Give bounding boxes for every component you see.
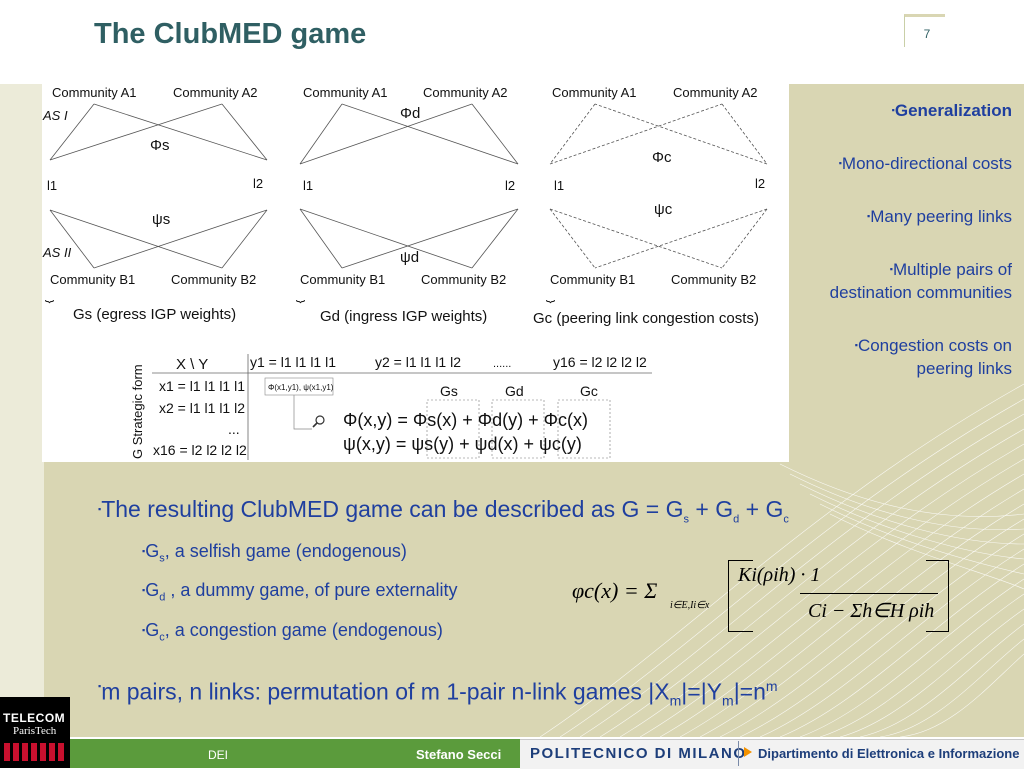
d1-caption: Gs (egress IGP weights): [73, 306, 236, 323]
left-bracket: [728, 560, 753, 632]
d1-l2: l2: [253, 176, 263, 191]
left-rail: [0, 84, 44, 737]
d3-psi: ψc: [654, 201, 673, 218]
d2-bottom-left: Community B1: [300, 272, 385, 287]
bullet-gc: ▪Gc, a congestion game (endogenous): [142, 619, 443, 644]
strategic-form-table: G Strategic form X \ Y y1 = l1 l1 l1 l1 …: [130, 354, 652, 460]
polimi-name: POLITECNICO DI MILANO: [530, 745, 747, 762]
figure-panel: Community A1 Community A2 AS I AS II Com…: [42, 84, 789, 462]
page-number: 7: [923, 27, 931, 41]
label-gs: Gs: [440, 383, 458, 399]
table-row-3: ...: [228, 421, 240, 437]
body-bullets: ▪The resulting ClubMED game can be descr…: [98, 494, 789, 716]
equation-phi: Φ(x,y) = Φs(x) + Φd(y) + Φc(x): [343, 410, 588, 430]
formula-denominator: Ci − Σh∈H ρih: [808, 600, 935, 622]
d1-as1: AS I: [42, 108, 68, 123]
d2-l2: l2: [505, 178, 515, 193]
diagram-congestion: Community A1 Community A2 Φc ψc l1 l2 Co…: [533, 85, 768, 327]
page-number-box: [904, 14, 945, 47]
table-vertical-label: G Strategic form: [130, 364, 145, 459]
d1-top-left: Community A1: [52, 85, 137, 100]
d3-top-left: Community A1: [552, 85, 637, 100]
polimi-divider: [738, 741, 739, 766]
fraction-bar: [800, 593, 938, 594]
bullet-mono-directional: ▪Mono-directional costs: [838, 154, 1012, 173]
table-col-4: y16 = l2 l2 l2 l2: [553, 354, 647, 370]
decorative-wave-lines: [539, 383, 1024, 737]
d2-psi: ψd: [400, 249, 419, 266]
table-row-2: x2 = l1 l1 l1 l2: [159, 400, 245, 416]
logo-line1: TELECOM: [3, 711, 66, 725]
footer-green-bar: [70, 739, 520, 768]
d3-top-right: Community A2: [673, 85, 758, 100]
d2-phi: Φd: [400, 105, 420, 122]
d1-as2: AS II: [42, 245, 72, 260]
right-bracket: [926, 560, 949, 632]
figure-diagrams: Community A1 Community A2 AS I AS II Com…: [42, 85, 768, 460]
d1-brace: ⏟: [45, 286, 54, 304]
table-col-3: ......: [493, 358, 511, 370]
polimi-department: Dipartimento di Elettronica e Informazio…: [758, 746, 1020, 761]
footer-dept-short: DEI: [208, 748, 229, 762]
label-gd: Gd: [505, 383, 524, 399]
d3-l1: l1: [554, 178, 564, 193]
table-col-2: y2 = l1 l1 l1 l2: [375, 354, 461, 370]
cost-formula: φc(x) = Σ i∈E,Ii∈x Ki(ρih) · 1 Ci − Σh∈H…: [572, 558, 952, 634]
bullet-generalization: ▪Generalization: [891, 101, 1012, 120]
formula-sum-index: i∈E,Ii∈x: [670, 600, 710, 611]
d2-top-left: Community A1: [303, 85, 388, 100]
diagram-egress: Community A1 Community A2 AS I AS II Com…: [42, 85, 268, 323]
table-col-1: y1 = l1 l1 l1 l1: [250, 354, 336, 370]
bullet-congestion-costs: ▪Congestion costs on peering links: [854, 336, 1012, 378]
arrow-icon: [744, 747, 752, 757]
label-gc: Gc: [580, 383, 598, 399]
d1-bottom-right: Community B2: [171, 272, 256, 287]
table-corner: X \ Y: [176, 356, 208, 373]
bullet-gd: ▪Gd , a dummy game, of pure externality: [142, 580, 458, 604]
d1-bottom-left: Community B1: [50, 272, 135, 287]
d2-l1: l1: [303, 178, 313, 193]
title-bar: [0, 0, 1024, 84]
table-row-1: x1 = l1 l1 l1 l1: [159, 378, 245, 394]
footer-author: Stefano Secci: [416, 747, 502, 762]
d1-phi: Φs: [150, 137, 169, 154]
d3-phi: Φc: [652, 149, 672, 166]
d3-brace: ⏟: [546, 286, 555, 304]
bullet-multiple-pairs: ▪Multiple pairs of destination communiti…: [829, 260, 1012, 302]
magnifier-icon: [315, 415, 325, 425]
bullet-gs: ▪Gs, a selfish game (endogenous): [142, 540, 407, 565]
d2-caption: Gd (ingress IGP weights): [320, 308, 487, 325]
d2-bottom-right: Community B2: [421, 272, 506, 287]
logo-mark: [4, 743, 66, 761]
d2-top-right: Community A2: [423, 85, 508, 100]
formula-lhs: φc(x) = Σ: [572, 578, 658, 603]
logo-line2: ParisTech: [13, 725, 57, 737]
d1-l1: l1: [47, 178, 57, 193]
d2-brace: ⏟: [296, 286, 305, 304]
formula-numerator: Ki(ρih) · 1: [738, 564, 821, 586]
bullet-clubmed-description: ▪The resulting ClubMED game can be descr…: [98, 496, 789, 526]
diagram-ingress: Community A1 Community A2 Φd ψd l1 l2 Co…: [296, 85, 519, 325]
d3-bottom-left: Community B1: [550, 272, 635, 287]
bullet-m-pairs: ▪m pairs, n links: permutation of m 1-pa…: [98, 678, 778, 709]
slide-title: The ClubMED game: [94, 18, 367, 50]
d3-l2: l2: [755, 176, 765, 191]
d3-caption: Gc (peering link congestion costs): [533, 310, 759, 327]
bullet-many-peering-links: ▪Many peering links: [867, 207, 1012, 226]
table-cell: Φ(x1,y1), ψ(x1,y1): [268, 383, 334, 392]
telecom-paristech-logo: TELECOM ParisTech: [0, 697, 70, 768]
d3-bottom-right: Community B2: [671, 272, 756, 287]
equation-psi: ψ(x,y) = ψs(y) + ψd(x) + ψc(y): [343, 434, 582, 454]
table-row-4: x16 = l2 l2 l2 l2: [153, 442, 247, 458]
d1-top-right: Community A2: [173, 85, 258, 100]
polimi-banner: [520, 739, 1024, 769]
d1-psi: ψs: [152, 211, 170, 228]
